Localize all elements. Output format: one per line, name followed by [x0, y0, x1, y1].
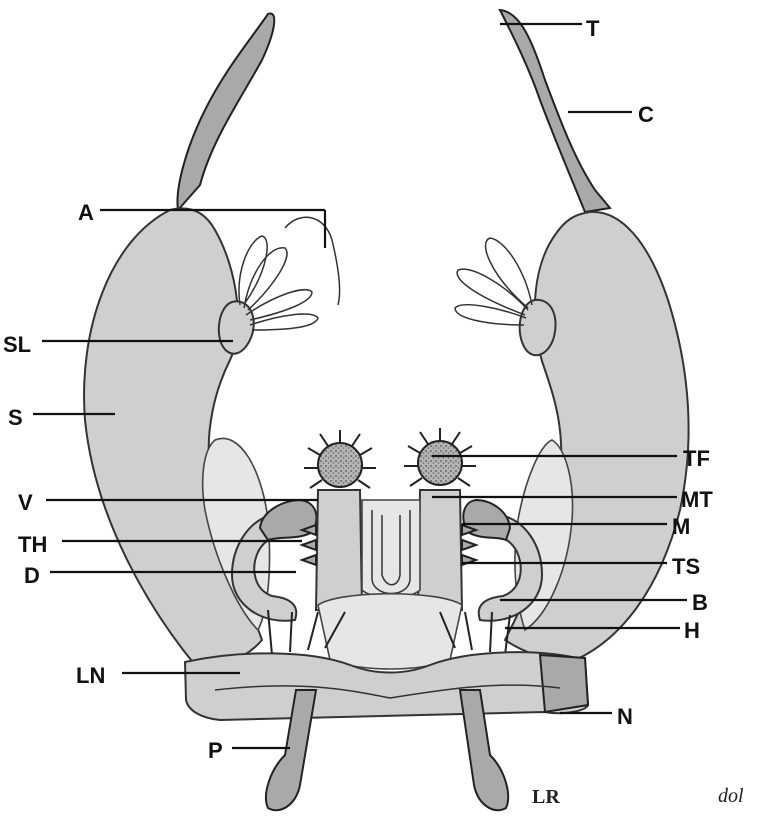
label-teeth: TH — [18, 532, 47, 557]
label-clasper: C — [638, 102, 654, 127]
right-volsella — [463, 500, 510, 540]
label-hairs: H — [684, 618, 700, 643]
label-tube-side: TS — [672, 554, 700, 579]
left-clasper — [177, 13, 274, 210]
label-style: SL — [3, 332, 31, 357]
left-teeth — [302, 525, 316, 565]
label-median-tube: MT — [681, 487, 713, 512]
left-volsella — [260, 500, 316, 540]
label-median: M — [672, 514, 690, 539]
artist-note: dol — [718, 785, 744, 807]
left-tube — [316, 490, 362, 610]
label-volsella: V — [18, 490, 33, 515]
label-dorsal: D — [24, 563, 40, 588]
artist-initials: LR — [532, 786, 560, 808]
right-teeth — [462, 525, 476, 565]
label-basal-arm: B — [692, 590, 708, 615]
left-terminal-fringe — [304, 430, 376, 488]
label-side-lobe: S — [8, 405, 23, 430]
label-apodeme: A — [78, 200, 94, 225]
median-plate — [318, 594, 462, 669]
label-lateral-notum: LN — [76, 663, 105, 688]
median-piece — [362, 500, 420, 598]
right-tube — [418, 490, 462, 610]
label-tip: T — [586, 16, 600, 41]
basal-plate-dark-end — [540, 655, 588, 712]
right-style — [520, 300, 556, 355]
label-paramere: P — [208, 738, 223, 763]
label-terminal-fringe: TF — [683, 446, 710, 471]
label-notum: N — [617, 704, 633, 729]
right-style-setae — [455, 238, 532, 325]
